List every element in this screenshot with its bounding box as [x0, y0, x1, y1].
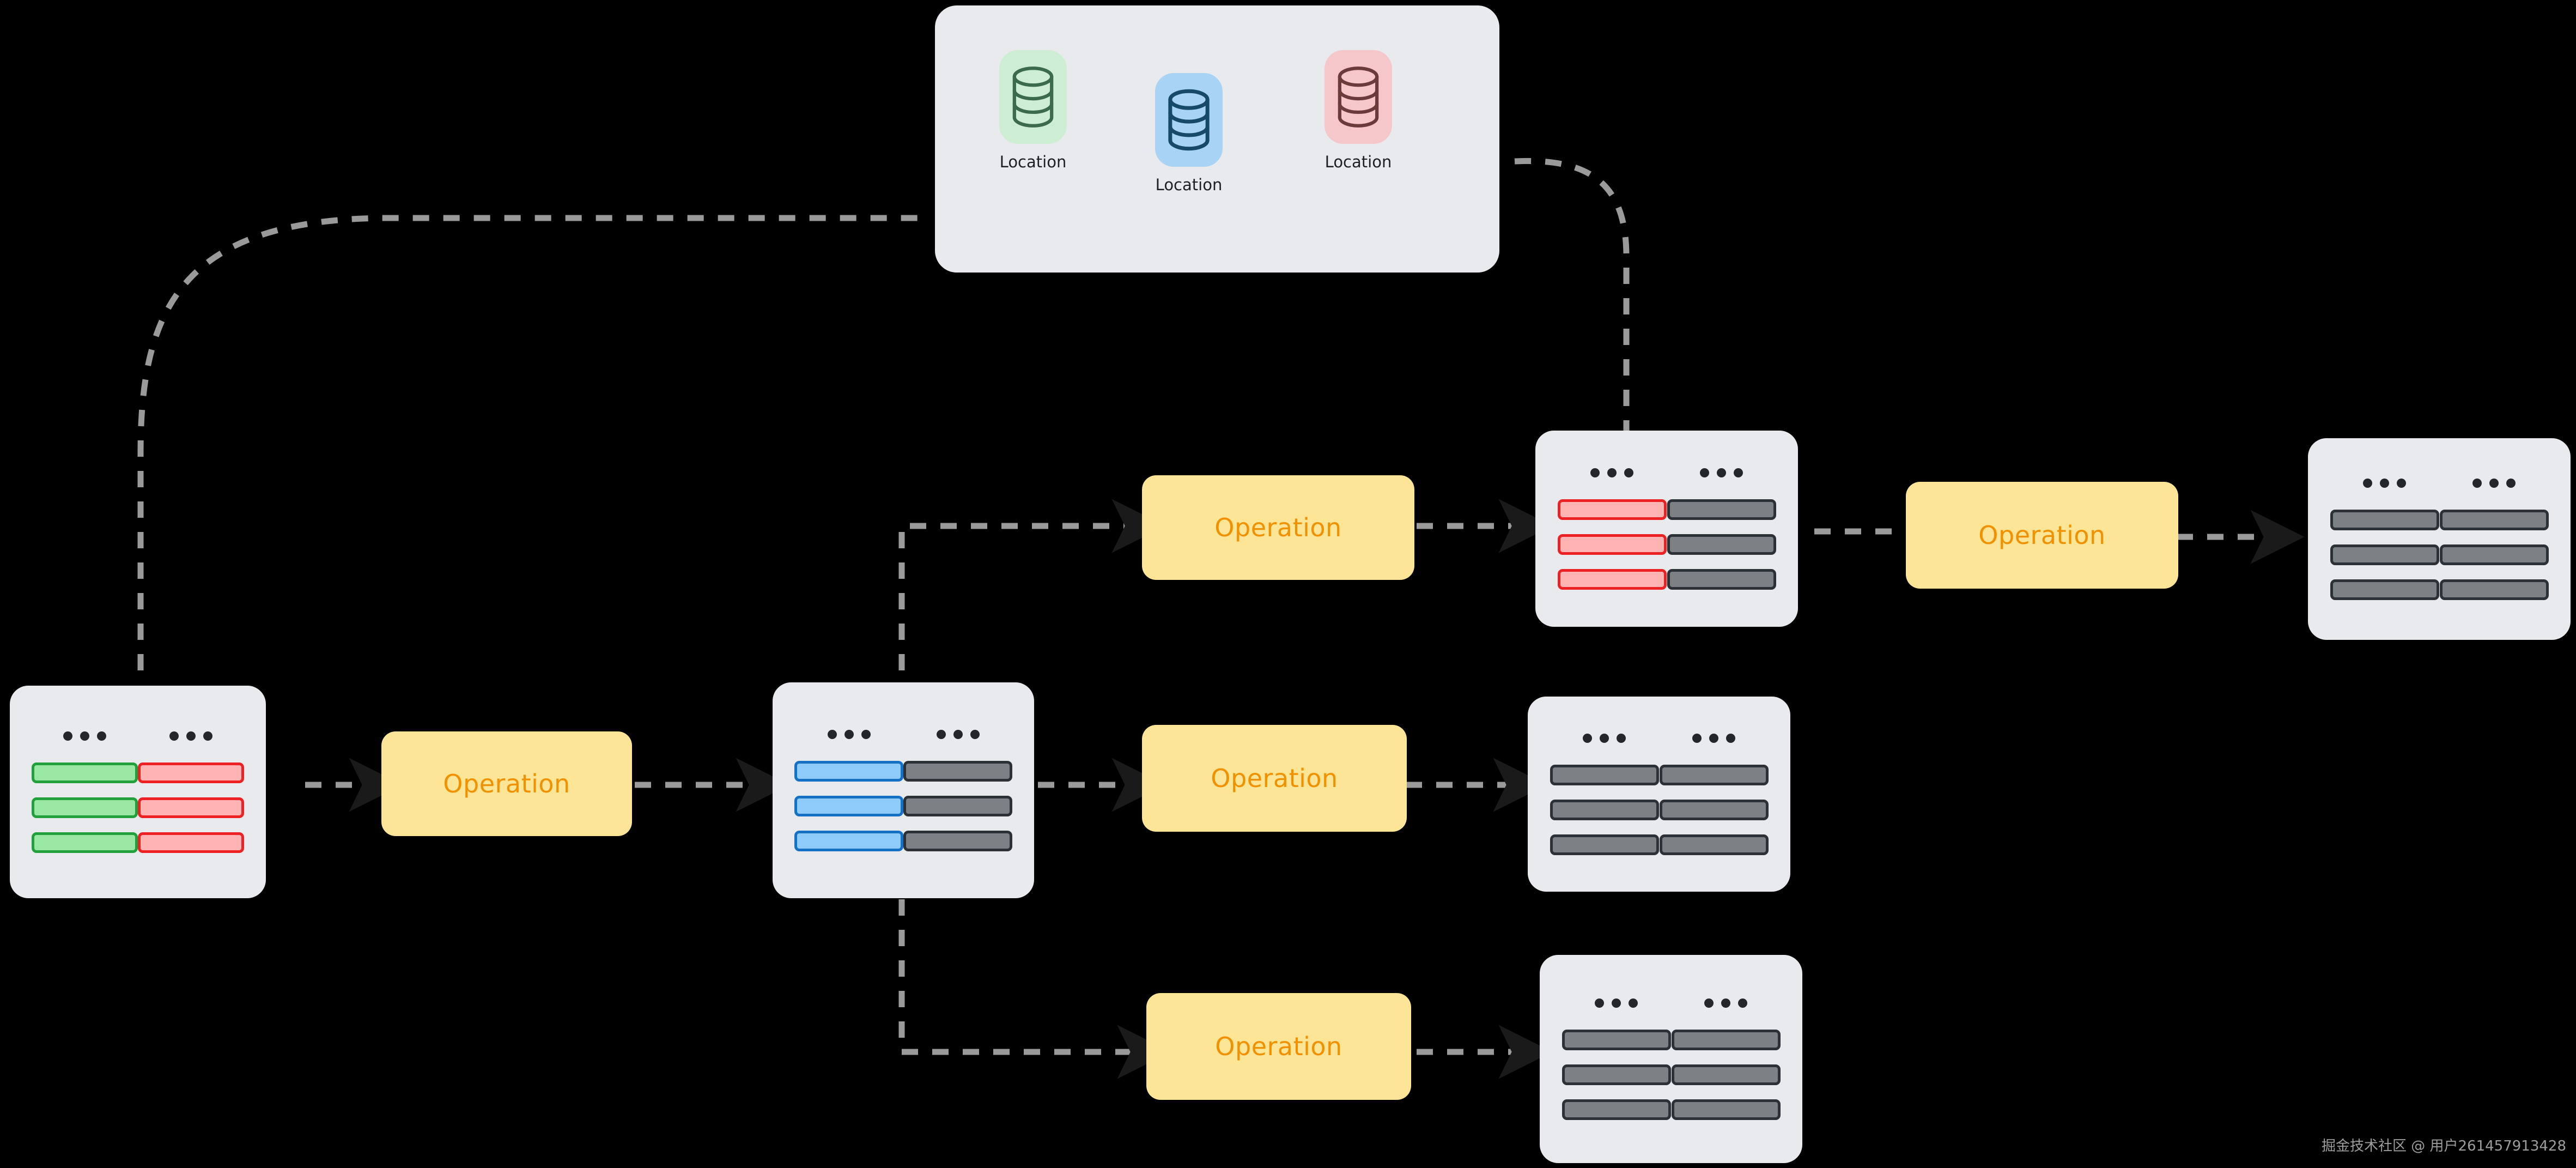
table-cell[interactable] [1659, 765, 1769, 785]
location-panel: Location Location [935, 5, 1499, 273]
table-cell[interactable] [32, 832, 138, 853]
wire-source-to-location [137, 215, 926, 670]
table-column [1557, 468, 1667, 590]
column-header-dots [1595, 998, 1638, 1008]
location-label: Location [1155, 175, 1223, 194]
operation-box-5[interactable]: Operation [1906, 482, 2178, 589]
location-item-blue[interactable]: Location [1155, 73, 1223, 194]
table-column [1659, 733, 1769, 855]
table-column [32, 731, 138, 853]
table-column [794, 729, 903, 851]
watermark: 掘金技术社区 @ 用户261457913428 [2321, 1138, 2566, 1154]
table-column [1667, 468, 1776, 590]
table-cell[interactable] [2330, 510, 2439, 530]
column-header-dots [2363, 478, 2406, 488]
operation-label: Operation [1215, 1032, 1342, 1061]
table-cell[interactable] [1671, 1030, 1781, 1050]
final-table-node[interactable] [2308, 438, 2571, 640]
table-cell[interactable] [903, 796, 1012, 816]
operation-label: Operation [1211, 764, 1338, 793]
source-table-node[interactable] [10, 686, 266, 898]
table-cell[interactable] [138, 797, 244, 818]
wire-location-to-branchtop [1514, 158, 1630, 436]
location-label: Location [1325, 153, 1392, 171]
column-header-dots [1583, 733, 1626, 743]
table-cell[interactable] [32, 762, 138, 783]
location-chip-green [999, 50, 1067, 144]
wire-center-branch-down [898, 899, 1171, 1079]
column-header-dots [936, 729, 980, 739]
table-cell[interactable] [1659, 800, 1769, 820]
location-chip-blue [1155, 73, 1223, 167]
table-cell[interactable] [1562, 1099, 1671, 1120]
table-cell[interactable] [794, 761, 903, 782]
branch-middle-table-node[interactable] [1528, 697, 1790, 892]
table-cell[interactable] [138, 832, 244, 853]
location-chip-red [1325, 50, 1392, 144]
table-cell[interactable] [1667, 534, 1776, 555]
column-header-dots [2472, 478, 2516, 488]
table-cell[interactable] [1671, 1064, 1781, 1085]
table-cell[interactable] [1671, 1099, 1781, 1120]
table-column [1550, 733, 1659, 855]
table-cell[interactable] [1550, 834, 1659, 855]
database-cylinder-icon [1012, 66, 1054, 128]
column-header-dots [1700, 468, 1743, 477]
table-column [1671, 998, 1781, 1120]
location-item-red[interactable]: Location [1325, 50, 1392, 171]
table-cell[interactable] [1667, 569, 1776, 590]
operation-box-1[interactable]: Operation [381, 731, 632, 836]
table-cell[interactable] [1562, 1064, 1671, 1085]
database-cylinder-icon [1168, 89, 1210, 151]
table-cell[interactable] [1557, 499, 1667, 520]
table-column [1562, 998, 1671, 1120]
table-column [2439, 478, 2549, 600]
wire-center-branch-spine [898, 499, 1166, 670]
table-cell[interactable] [1667, 499, 1776, 520]
branch-bottom-table-node[interactable] [1540, 955, 1802, 1163]
table-cell[interactable] [2330, 544, 2439, 565]
table-column [2330, 478, 2439, 600]
table-cell[interactable] [2439, 510, 2549, 530]
table-cell[interactable] [32, 797, 138, 818]
column-header-dots [169, 731, 212, 741]
table-cell[interactable] [903, 761, 1012, 782]
column-header-dots [1590, 468, 1633, 477]
location-label: Location [999, 153, 1067, 171]
table-cell[interactable] [794, 831, 903, 851]
operation-label: Operation [1978, 521, 2106, 550]
table-cell[interactable] [2330, 579, 2439, 600]
table-cell[interactable] [1562, 1030, 1671, 1050]
operation-label: Operation [1214, 513, 1342, 542]
operation-box-3[interactable]: Operation [1142, 725, 1407, 832]
database-cylinder-icon [1338, 66, 1379, 128]
branch-top-table-node[interactable] [1535, 431, 1798, 627]
table-cell[interactable] [1550, 800, 1659, 820]
table-cell[interactable] [1557, 569, 1667, 590]
center-table-node[interactable] [773, 682, 1034, 898]
column-header-dots [1692, 733, 1735, 743]
table-cell[interactable] [1659, 834, 1769, 855]
column-header-dots [827, 729, 871, 739]
table-cell[interactable] [2439, 544, 2549, 565]
table-cell[interactable] [1557, 534, 1667, 555]
table-cell[interactable] [1550, 765, 1659, 785]
column-header-dots [63, 731, 106, 741]
operation-box-4[interactable]: Operation [1146, 993, 1411, 1100]
operation-box-2[interactable]: Operation [1142, 475, 1414, 580]
column-header-dots [1704, 998, 1747, 1008]
location-item-green[interactable]: Location [999, 50, 1067, 171]
operation-label: Operation [443, 769, 570, 798]
table-cell[interactable] [138, 762, 244, 783]
table-cell[interactable] [794, 796, 903, 816]
table-cell[interactable] [903, 831, 1012, 851]
table-cell[interactable] [2439, 579, 2549, 600]
table-column [903, 729, 1012, 851]
table-column [138, 731, 244, 853]
